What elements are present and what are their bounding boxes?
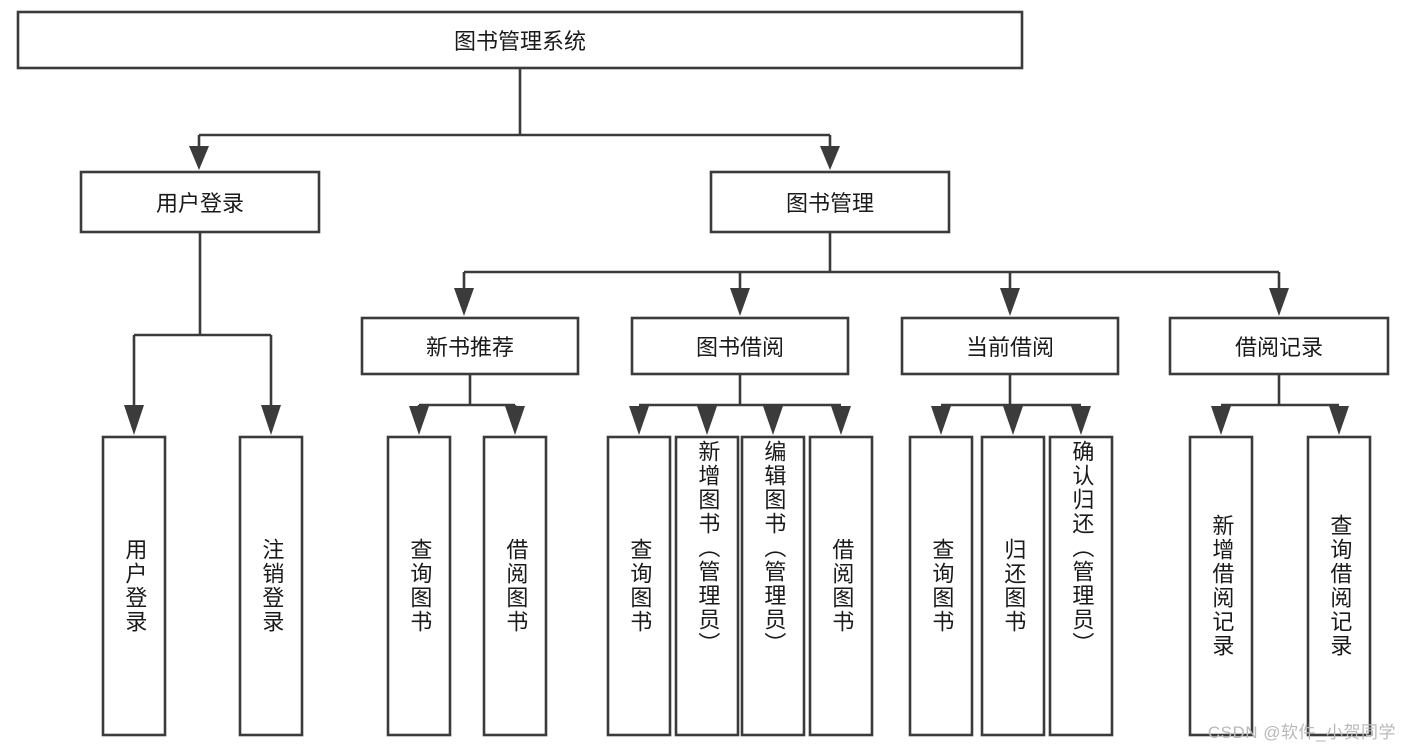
node-leaf-add-record[interactable] [1188, 435, 1254, 737]
arrow-head-leaf-confirm-return [1071, 406, 1091, 435]
arrow-head-leaf-query-book-2 [629, 406, 649, 435]
node-borrow-record[interactable] [1168, 316, 1390, 376]
node-leaf-borrow-book-2[interactable] [808, 435, 874, 737]
arrow-head-leaf-query-book-3 [931, 406, 951, 435]
arrow-head-new-book-recommend [454, 288, 474, 316]
node-leaf-borrow-book-1[interactable] [482, 435, 548, 737]
arrow-head-user-login [189, 146, 209, 170]
arrow-head-leaf-add-book [697, 406, 717, 435]
arrow-head-book-borrow [730, 288, 750, 316]
node-leaf-query-book-2[interactable] [606, 435, 672, 737]
node-leaf-confirm-return[interactable] [1048, 435, 1114, 737]
arrow-head-current-borrow [1000, 288, 1020, 316]
node-leaf-query-book-3[interactable] [908, 435, 974, 737]
arrow-head-leaf-user-logout [261, 405, 281, 435]
node-leaf-query-book-1[interactable] [386, 435, 452, 737]
arrow-head-leaf-edit-book [763, 406, 783, 435]
node-new-book-recommend[interactable] [360, 316, 580, 376]
node-leaf-user-login[interactable] [101, 435, 167, 737]
arrow-head-leaf-query-book-1 [409, 406, 429, 435]
arrow-head-book-manage [820, 146, 840, 170]
node-root-book-management-system[interactable] [16, 10, 1024, 70]
arrow-head-leaf-add-record [1211, 406, 1231, 435]
arrow-head-leaf-borrow-book-1 [505, 406, 525, 435]
arrow-head-borrow-record [1269, 288, 1289, 316]
arrow-head-leaf-query-record [1329, 406, 1349, 435]
node-leaf-query-record[interactable] [1306, 435, 1372, 737]
node-leaf-return-book[interactable] [980, 435, 1046, 737]
node-leaf-user-logout[interactable] [238, 435, 304, 737]
node-current-borrow[interactable] [900, 316, 1120, 376]
arrow-head-leaf-borrow-book-2 [831, 406, 851, 435]
node-leaf-edit-book[interactable] [740, 435, 806, 737]
arrow-head-leaf-return-book [1003, 406, 1023, 435]
node-book-manage[interactable] [709, 170, 951, 234]
arrow-head-leaf-user-login [124, 405, 144, 435]
node-leaf-add-book[interactable] [674, 435, 740, 737]
node-book-borrow[interactable] [630, 316, 850, 376]
node-user-login[interactable] [79, 170, 321, 234]
